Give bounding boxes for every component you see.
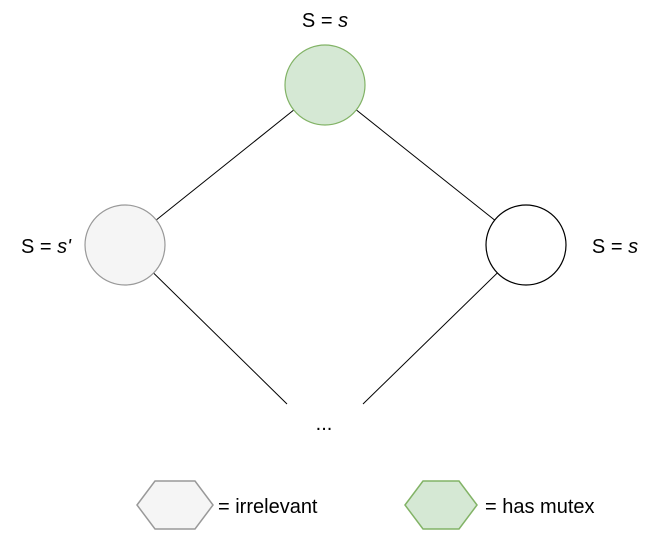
top-node-label: S = s xyxy=(302,10,348,32)
right-node-label-var: s xyxy=(628,236,638,258)
legend-label-has-mutex: = has mutex xyxy=(485,496,595,518)
legend-label-irrelevant: = irrelevant xyxy=(218,496,318,518)
node-left-irrelevant-circle xyxy=(84,204,166,286)
right-node-label-prefix: S = xyxy=(592,236,628,258)
right-node-label: S = s xyxy=(592,236,638,258)
legend: = irrelevant = has mutex xyxy=(136,480,595,530)
left-node-label: S = s' xyxy=(21,236,72,258)
edge-top-to-right xyxy=(324,84,527,246)
edge-top-to-left xyxy=(124,84,326,246)
left-node-label-var: s' xyxy=(57,236,72,258)
top-node-label-prefix: S = xyxy=(302,10,338,32)
hexagon-icon xyxy=(136,480,214,530)
edges xyxy=(124,84,527,405)
left-node-label-prefix: S = xyxy=(21,236,57,258)
top-node-label-var: s xyxy=(338,10,348,32)
continuation-ellipsis: ... xyxy=(316,413,333,435)
node-right-plain-circle xyxy=(485,204,567,286)
hexagon-icon xyxy=(404,480,478,530)
node-top-has-mutex-circle xyxy=(284,44,366,126)
